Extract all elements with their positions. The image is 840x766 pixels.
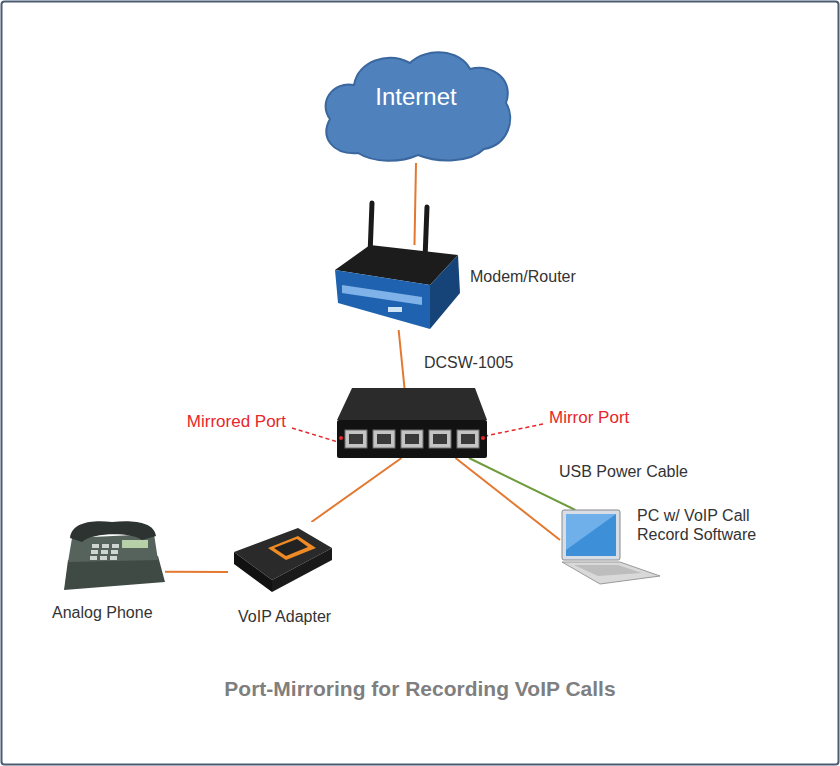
cable (399, 330, 405, 388)
device-node: DCSW-1005 (337, 388, 487, 458)
cable (456, 458, 561, 540)
node-label: VoIP Adapter (238, 607, 331, 626)
caption: Port-Mirroring for Recording VoIP Calls (0, 676, 840, 701)
node-label: Analog Phone (52, 603, 153, 622)
cable (165, 571, 228, 573)
device-node: VoIP Adapter (228, 522, 335, 600)
node-label: Internet (318, 83, 514, 112)
leader-line (292, 428, 338, 442)
cloud-node: Internet (318, 45, 514, 163)
device-node: Modem/Router (330, 245, 462, 330)
cable (414, 163, 416, 245)
node-label: PC w/ VoIP Call Record Software (637, 506, 787, 544)
device-node: PC w/ VoIP Call Record Software (560, 510, 662, 585)
cable (311, 458, 401, 522)
phone-icon (62, 520, 165, 592)
device-node: Analog Phone (62, 520, 165, 592)
port-label: Mirrored Port (187, 412, 286, 432)
node-label: DCSW-1005 (424, 353, 514, 372)
router-icon (330, 245, 462, 330)
node-label: Modem/Router (470, 267, 576, 286)
adapter-icon (228, 522, 335, 600)
port-label: Mirror Port (549, 408, 629, 428)
switch-icon (337, 388, 487, 458)
cable-label: USB Power Cable (557, 462, 690, 481)
